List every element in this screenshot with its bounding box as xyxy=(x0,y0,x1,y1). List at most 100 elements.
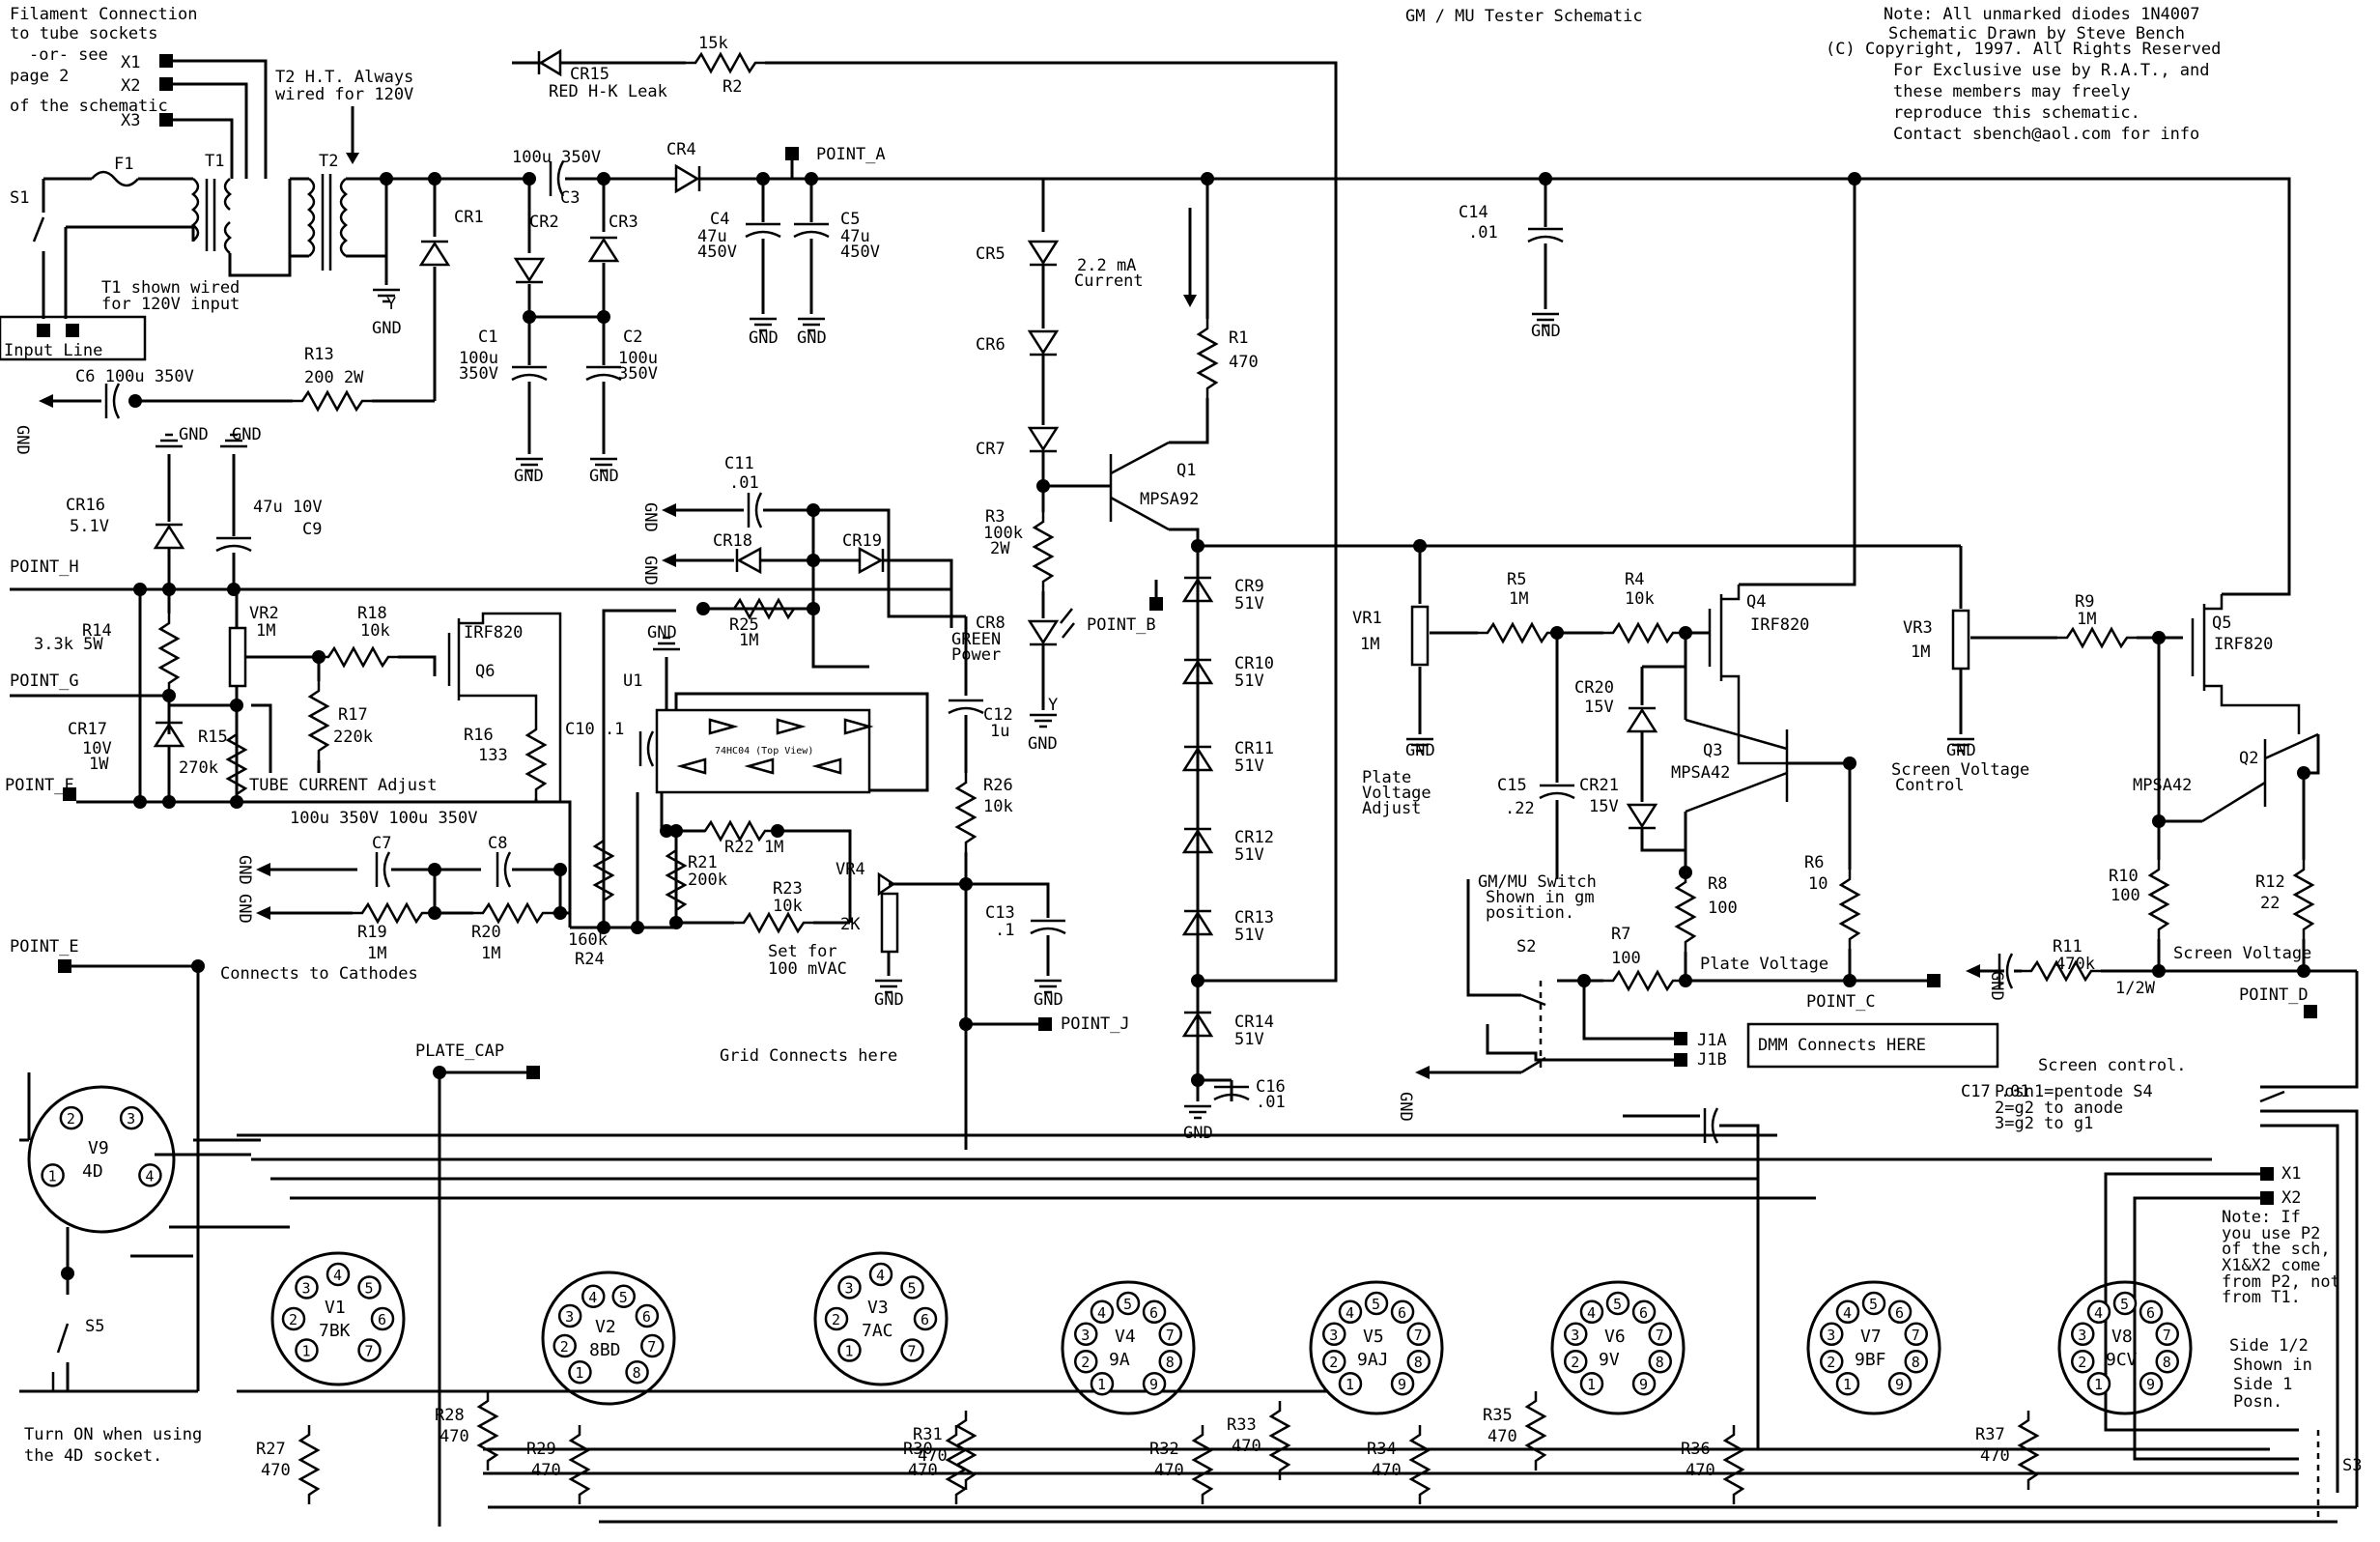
cr17-value: 10V xyxy=(82,739,112,758)
r18-label: R18 xyxy=(357,604,387,623)
r11-label: R11 xyxy=(2053,937,2082,957)
schematic-title: GM / MU Tester Schematic xyxy=(1405,7,1643,26)
input-line-terminal xyxy=(66,324,79,337)
current-note: Current xyxy=(1074,271,1144,291)
socket-base: 9A xyxy=(1109,1350,1130,1370)
socket-pin-number: 5 xyxy=(1613,1296,1622,1313)
socket-name: V4 xyxy=(1115,1327,1136,1347)
resistor-label: R33 xyxy=(1227,1415,1257,1435)
point-j-label: POINT_J xyxy=(1061,1014,1130,1034)
socket-base: 7BK xyxy=(319,1321,351,1341)
s4-note: 3=g2 to g1 xyxy=(1995,1114,2093,1133)
point-h-label: POINT_H xyxy=(10,557,79,577)
gnd-label: GND xyxy=(589,467,619,486)
s4-note: 2=g2 to anode xyxy=(1995,1099,2123,1118)
socket-pin-number: 8 xyxy=(1166,1354,1175,1371)
socket-pin-number: 1 xyxy=(2094,1376,2103,1393)
socket-pin xyxy=(1090,1299,1115,1325)
socket-pin xyxy=(868,1262,893,1287)
socket-pin-number: 4 xyxy=(333,1267,342,1284)
socket-pin-number: 6 xyxy=(921,1311,929,1328)
socket-pin-number: 1 xyxy=(301,1343,310,1360)
c16-label: C16 xyxy=(1256,1077,1286,1097)
t1-note: for 120V input xyxy=(101,295,240,314)
socket-pin-number: 7 xyxy=(1166,1327,1175,1344)
plate-voltage-label: Plate Voltage xyxy=(1700,955,1828,974)
socket-base: 4D xyxy=(82,1161,103,1182)
socket-pin xyxy=(1648,1349,1672,1374)
resistor-value: 470 xyxy=(1980,1446,2010,1466)
q5-part: IRF820 xyxy=(2214,635,2273,654)
point-j-terminal xyxy=(1038,1017,1052,1031)
socket-pin-number: 2 xyxy=(832,1311,840,1328)
r10-value: 100 xyxy=(2111,886,2140,905)
socket-pin-number: 1 xyxy=(844,1343,853,1360)
socket-pin xyxy=(1338,1371,1363,1396)
socket-pin-number: 5 xyxy=(2120,1296,2129,1313)
socket-pin xyxy=(900,1338,924,1362)
socket-base: 9CV xyxy=(2106,1350,2138,1370)
power-supply: X1 X2 X3 T2 H.T. Always wired for 120V S… xyxy=(0,34,1855,983)
socket-pin-number: 7 xyxy=(1414,1327,1423,1344)
resistor-value: 470 xyxy=(531,1461,561,1480)
x1x2-note: X1&X2 come xyxy=(2222,1256,2320,1275)
set-100mv-note: Set for xyxy=(768,942,837,961)
r12-label: R12 xyxy=(2255,872,2285,892)
socket-outline xyxy=(541,1271,676,1406)
socket-pin-number: 3 xyxy=(1827,1327,1835,1344)
cr21-value: 15V xyxy=(1589,797,1619,816)
gnd-label: GND xyxy=(797,328,827,348)
s3-label: S3 xyxy=(2342,1456,2362,1475)
socket-pin xyxy=(1338,1299,1363,1325)
j1a-label: J1A xyxy=(1697,1031,1727,1050)
s5-switch: S5 Turn ON when using the 4D socket. xyxy=(24,1227,202,1466)
resistor-value: 470 xyxy=(1154,1461,1184,1480)
c3-ref: C3 xyxy=(560,188,580,208)
gnd-label: GND xyxy=(372,319,402,338)
r7-value: 100 xyxy=(1611,949,1641,968)
socket-pin xyxy=(1904,1349,1928,1374)
cr10-label: CR10 xyxy=(1234,654,1274,673)
cr7-label: CR7 xyxy=(976,440,1006,459)
c14-label: C14 xyxy=(1459,203,1488,222)
c16-value: .01 xyxy=(1256,1093,1286,1112)
r26-label: R26 xyxy=(983,776,1013,795)
filament-note-line: Filament Connection xyxy=(10,5,197,24)
t2-label: T2 xyxy=(319,152,338,171)
r9-label: R9 xyxy=(2075,592,2094,612)
point-e-terminal xyxy=(58,959,71,973)
gnd-label: GND xyxy=(235,894,254,924)
gnd-label: GND xyxy=(1531,322,1561,341)
resistor-label: R31 xyxy=(913,1425,943,1444)
gnd-label: GND xyxy=(1028,734,1058,754)
c11-value: .01 xyxy=(729,473,759,493)
cr12-value: 51V xyxy=(1234,845,1264,865)
r23-label: R23 xyxy=(773,879,803,899)
q4-part: IRF820 xyxy=(1750,615,1809,635)
socket-pin-number: 3 xyxy=(1081,1327,1090,1344)
c12-value: 1u xyxy=(990,722,1009,741)
resistor-symbol xyxy=(1524,1391,1547,1471)
socket-name: V7 xyxy=(1860,1327,1882,1347)
resistor-value: 470 xyxy=(439,1427,469,1446)
socket-pin-number: 1 xyxy=(48,1167,57,1185)
r16-label: R16 xyxy=(464,726,494,745)
q3-part: MPSA42 xyxy=(1671,763,1730,783)
vr4-value: 2K xyxy=(840,915,861,934)
r11-rating: 1/2W xyxy=(2115,979,2156,998)
socket-pin xyxy=(1074,1322,1098,1347)
cr8-note: Power xyxy=(951,645,1001,665)
socket-pin xyxy=(1579,1299,1604,1325)
oscillator-section: GND GND CR16 5.1V 47u 10V C9 POINT_H R14… xyxy=(5,425,1130,1150)
socket-pin-number: 4 xyxy=(1587,1304,1596,1322)
gnd-label: GND xyxy=(13,425,32,455)
c5-label: C5 xyxy=(840,210,860,229)
x3-terminal xyxy=(159,113,173,127)
r3-rating: 2W xyxy=(990,539,1010,558)
socket-pin xyxy=(568,1359,592,1385)
q3-label: Q3 xyxy=(1703,741,1722,760)
cr6-label: CR6 xyxy=(976,335,1006,355)
